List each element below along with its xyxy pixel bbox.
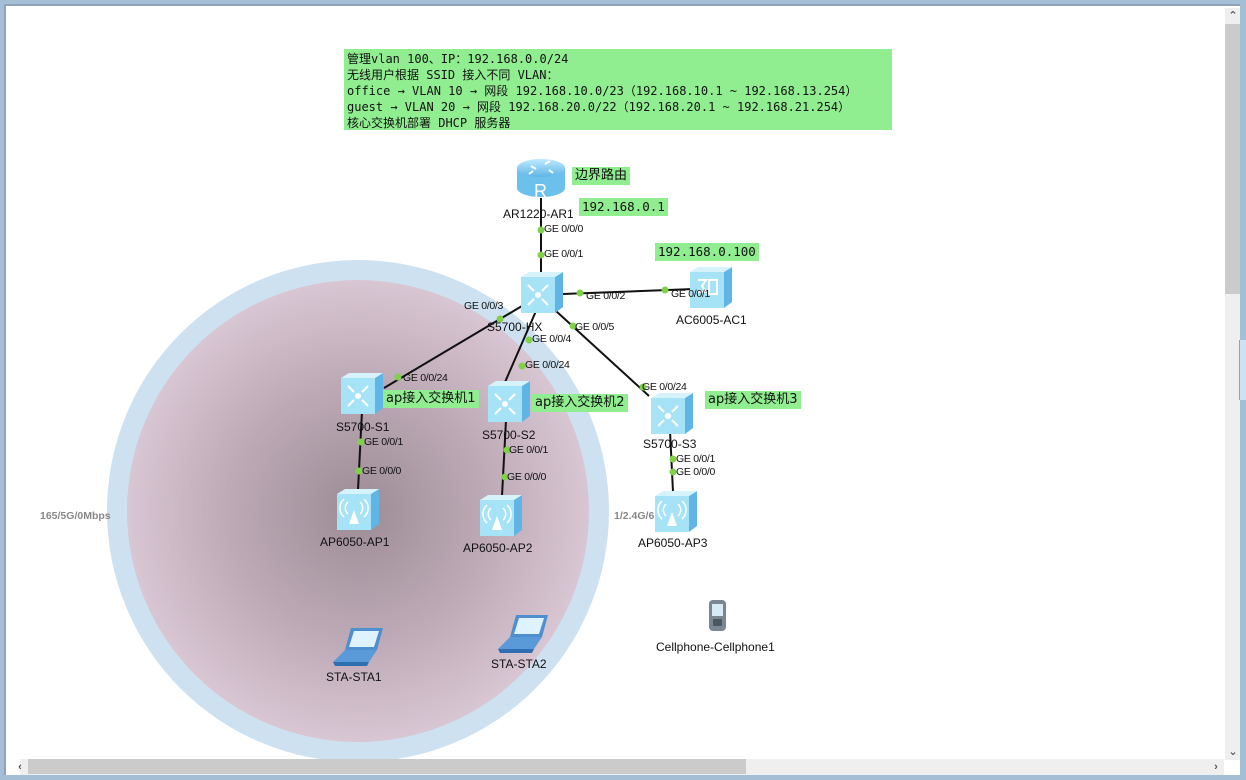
access-point-icon — [480, 495, 522, 536]
link-core-ac — [562, 288, 695, 295]
link-s1-ap1 — [357, 410, 363, 491]
scroll-down-arrow-icon[interactable]: ⌄ — [1228, 746, 1238, 758]
topology-canvas[interactable]: 管理vlan 100、IP：192.168.0.0/24 无线用户根据 SSID … — [6, 6, 1225, 759]
note-line: 无线用户根据 SSID 接入不同 VLAN： — [347, 68, 559, 82]
port-dot — [525, 336, 533, 344]
svg-text:R: R — [534, 181, 547, 201]
port-label: GE 0/0/24 — [525, 359, 570, 371]
router-icon: R — [517, 159, 565, 201]
link-core-s2 — [501, 310, 537, 390]
port-dot — [669, 455, 677, 463]
port-label: GE 0/0/5 — [575, 321, 615, 333]
link-s2-ap2 — [501, 419, 507, 497]
access-point-ap3[interactable] — [653, 490, 699, 539]
cellphone-1[interactable] — [706, 598, 730, 639]
ac-ip: 192.168.0.100 — [655, 243, 759, 261]
s1-name: S5700-S1 — [336, 420, 390, 434]
port-label: GE 0/0/0 — [544, 223, 584, 235]
core-switch[interactable] — [519, 271, 565, 320]
router-ip: 192.168.0.1 — [579, 198, 668, 216]
ap3-rate-label: 1/2.4G/6 — [614, 510, 655, 522]
port-dot — [357, 438, 365, 446]
laptop-icon — [498, 615, 548, 653]
port-dot — [569, 322, 577, 330]
switch-icon — [651, 393, 693, 434]
note-line: 管理vlan 100、IP：192.168.0.0/24 — [347, 52, 569, 66]
panel-resize-handle[interactable] — [1239, 340, 1246, 400]
ap1-name: AP6050-AP1 — [320, 535, 390, 549]
access-switch-s1[interactable] — [339, 372, 385, 421]
port-label: GE 0/0/1 — [509, 444, 549, 456]
port-dot — [537, 226, 545, 234]
port-label: GE 0/0/24 — [642, 381, 687, 393]
ap2-name: AP6050-AP2 — [463, 541, 533, 555]
switch-icon — [521, 272, 563, 313]
vertical-scrollbar[interactable]: ⌃ ⌄ — [1225, 8, 1240, 760]
port-label: GE 0/0/1 — [364, 436, 404, 448]
port-dot — [355, 467, 363, 475]
s3-name: S5700-S3 — [643, 437, 697, 451]
note-line: guest → VLAN 20 → 网段 192.168.20.0/22（192… — [347, 100, 851, 114]
sta2-name: STA-STA2 — [491, 657, 547, 671]
port-dot — [576, 289, 584, 297]
note-line: office → VLAN 10 → 网段 192.168.10.0/23（19… — [347, 84, 858, 98]
router-name: AR1220-AR1 — [503, 207, 574, 221]
ac-controller[interactable] — [688, 266, 734, 315]
sta1-name: STA-STA1 — [326, 670, 382, 684]
port-label: GE 0/0/1 — [544, 248, 584, 260]
horizontal-scroll-thumb[interactable] — [28, 759, 746, 774]
station-sta1[interactable] — [331, 626, 387, 673]
router-label: 边界路由 — [572, 167, 631, 185]
access-switch-s3[interactable] — [649, 392, 695, 441]
access-point-ap1[interactable] — [335, 488, 381, 537]
scroll-up-arrow-icon[interactable]: ⌃ — [1228, 10, 1238, 22]
scroll-left-arrow-icon[interactable]: ‹ — [18, 761, 22, 773]
port-dot — [669, 468, 677, 476]
port-label: GE 0/0/0 — [362, 465, 402, 477]
port-label: GE 0/0/1 — [671, 288, 711, 300]
horizontal-scrollbar[interactable]: ‹ › — [18, 759, 1224, 775]
port-label: GE 0/0/1 — [676, 453, 716, 465]
vertical-scroll-thumb[interactable] — [1225, 24, 1240, 294]
port-dot — [537, 251, 545, 259]
port-dot — [394, 373, 402, 381]
station-sta2[interactable] — [496, 613, 552, 660]
router-ar1[interactable]: R — [515, 156, 567, 207]
port-label: GE 0/0/2 — [586, 290, 626, 302]
scroll-right-arrow-icon[interactable]: › — [1214, 761, 1218, 773]
ap1-rate-label: 165/5G/0Mbps — [40, 510, 111, 522]
port-label: GE 0/0/0 — [676, 466, 716, 478]
ac-controller-icon — [690, 267, 732, 308]
access-point-ap2[interactable] — [478, 494, 524, 543]
port-label: GE 0/0/4 — [532, 333, 572, 345]
config-note: 管理vlan 100、IP：192.168.0.0/24 无线用户根据 SSID … — [344, 49, 892, 130]
core-switch-name: S5700-HX — [487, 320, 543, 334]
port-dot — [661, 286, 669, 294]
switch-icon — [488, 381, 530, 422]
cellphone-name: Cellphone-Cellphone1 — [656, 640, 775, 654]
note-line: 核心交换机部署 DHCP 服务器 — [347, 116, 511, 130]
topology-window: 管理vlan 100、IP：192.168.0.0/24 无线用户根据 SSID … — [4, 4, 1240, 775]
cellphone-icon — [709, 600, 726, 631]
s2-name: S5700-S2 — [482, 428, 536, 442]
access-point-icon — [655, 491, 697, 532]
s3-label: ap接入交换机3 — [705, 391, 801, 409]
s1-label: ap接入交换机1 — [383, 390, 479, 408]
access-switch-s2[interactable] — [486, 380, 532, 429]
port-dot — [639, 383, 647, 391]
port-label: GE 0/0/24 — [403, 372, 448, 384]
ac-name: AC6005-AC1 — [676, 313, 747, 327]
s2-label: ap接入交换机2 — [532, 394, 628, 412]
port-dot — [503, 446, 511, 454]
access-point-icon — [337, 489, 379, 530]
port-dot — [501, 473, 509, 481]
port-dot — [518, 362, 526, 370]
port-dot — [496, 315, 504, 323]
ap3-name: AP6050-AP3 — [638, 536, 708, 550]
laptop-icon — [333, 628, 383, 666]
switch-icon — [341, 373, 383, 414]
port-label: GE 0/0/0 — [507, 471, 547, 483]
port-label: GE 0/0/3 — [464, 300, 504, 312]
